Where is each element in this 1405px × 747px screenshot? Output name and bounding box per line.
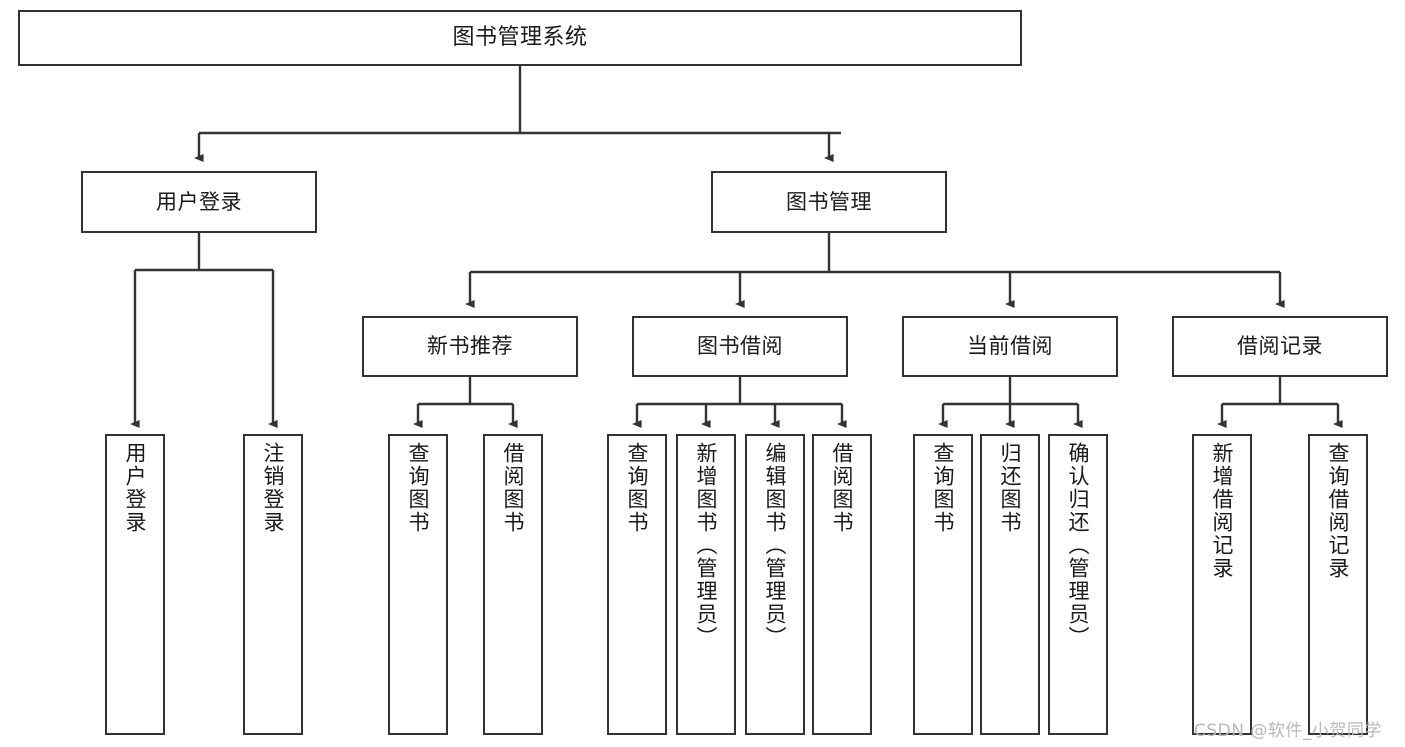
node-label: 图书借阅	[697, 334, 783, 359]
node-label: 注销登录	[261, 442, 286, 534]
node-label: 新增图书（管理员）	[694, 442, 719, 649]
node-book-management[interactable]: 图书管理	[711, 171, 947, 233]
node-label: 新书推荐	[427, 334, 513, 359]
node-root-system[interactable]: 图书管理系统	[18, 10, 1022, 66]
leaf-borrow-add-book-admin[interactable]: 新增图书（管理员）	[676, 434, 736, 735]
node-new-book-recommend[interactable]: 新书推荐	[362, 316, 578, 377]
node-label: 借阅图书	[830, 442, 855, 534]
node-label: 查询图书	[625, 442, 650, 534]
csdn-watermark: CSDN @软件_小贺同学	[1194, 721, 1382, 741]
leaf-record-add-record[interactable]: 新增借阅记录	[1192, 434, 1252, 735]
leaf-recommend-borrow-book[interactable]: 借阅图书	[483, 434, 543, 735]
node-label: 当前借阅	[967, 334, 1053, 359]
node-label: 用户登录	[156, 189, 242, 214]
node-label: 图书管理	[786, 189, 872, 214]
leaf-current-query-book[interactable]: 查询图书	[913, 434, 973, 735]
node-borrow-record[interactable]: 借阅记录	[1172, 316, 1388, 377]
leaf-recommend-query-book[interactable]: 查询图书	[388, 434, 448, 735]
leaf-user-login-logout[interactable]: 注销登录	[243, 434, 303, 735]
node-label: 新增借阅记录	[1210, 442, 1235, 580]
leaf-borrow-borrow-book[interactable]: 借阅图书	[812, 434, 872, 735]
node-label: 图书管理系统	[452, 25, 588, 51]
node-label: 查询图书	[406, 442, 431, 534]
node-user-login[interactable]: 用户登录	[81, 171, 317, 233]
node-label: 确认归还（管理员）	[1066, 442, 1091, 649]
node-label: 编辑图书（管理员）	[763, 442, 788, 649]
leaf-current-return-book[interactable]: 归还图书	[980, 434, 1040, 735]
node-label: 用户登录	[123, 442, 148, 534]
node-current-borrow[interactable]: 当前借阅	[902, 316, 1118, 377]
node-book-borrow[interactable]: 图书借阅	[632, 316, 848, 377]
leaf-current-confirm-return-admin[interactable]: 确认归还（管理员）	[1048, 434, 1108, 735]
node-label: 归还图书	[998, 442, 1023, 534]
leaf-record-query-record[interactable]: 查询借阅记录	[1308, 434, 1368, 735]
leaf-borrow-query-book[interactable]: 查询图书	[607, 434, 667, 735]
node-label: 查询图书	[931, 442, 956, 534]
node-label: 借阅记录	[1237, 334, 1323, 359]
leaf-user-login-login[interactable]: 用户登录	[105, 434, 165, 735]
leaf-borrow-edit-book-admin[interactable]: 编辑图书（管理员）	[745, 434, 805, 735]
node-label: 查询借阅记录	[1326, 442, 1351, 580]
node-label: 借阅图书	[501, 442, 526, 534]
